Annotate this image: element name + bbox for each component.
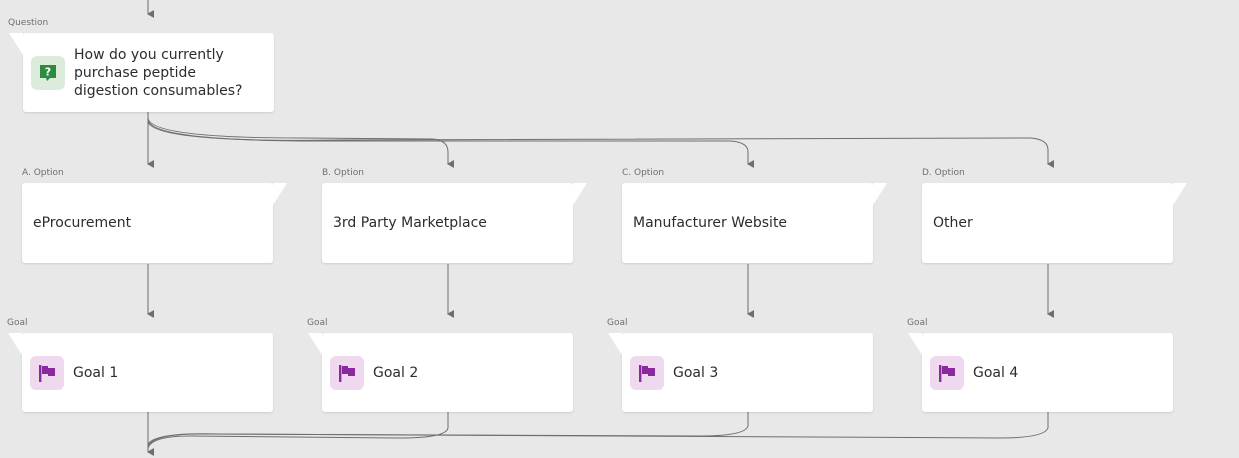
connector-goal4-out bbox=[147, 412, 1049, 445]
option-c-node[interactable]: Manufacturer Website bbox=[622, 183, 887, 263]
goal-3-node[interactable]: Goal 3 bbox=[608, 333, 873, 412]
connector-q-b bbox=[147, 117, 454, 168]
option-d-label: Other bbox=[933, 215, 973, 231]
option-b-node[interactable]: 3rd Party Marketplace bbox=[322, 183, 587, 263]
goal-2-label: Goal 2 bbox=[373, 364, 419, 381]
option-d-tag: D. Option bbox=[922, 168, 965, 178]
connector-goal2-out bbox=[147, 412, 449, 449]
flag-icon bbox=[939, 364, 955, 382]
flag-icon bbox=[339, 364, 355, 382]
connector-q-c bbox=[147, 119, 754, 168]
goal-1-label: Goal 1 bbox=[73, 364, 119, 381]
goal-4-label: Goal 4 bbox=[973, 364, 1019, 381]
option-b-label: 3rd Party Marketplace bbox=[333, 215, 487, 231]
option-c-label: Manufacturer Website bbox=[633, 215, 788, 231]
question-icon-badge: ? bbox=[31, 55, 65, 90]
goal-1-icon-badge bbox=[30, 355, 64, 390]
question-tag: Question bbox=[8, 18, 49, 28]
question-icon: ? bbox=[40, 64, 56, 81]
question-text: How do you currently purchase peptide di… bbox=[74, 46, 243, 99]
option-a-label: eProcurement bbox=[33, 215, 132, 231]
svg-text:?: ? bbox=[45, 65, 51, 78]
goal-4-icon-badge bbox=[930, 355, 964, 390]
option-d-node[interactable]: Other bbox=[922, 183, 1187, 263]
goal-4-node[interactable]: Goal 4 bbox=[908, 333, 1173, 412]
option-a-tag: A. Option bbox=[22, 168, 64, 178]
goal-2-node[interactable]: Goal 2 bbox=[308, 333, 573, 412]
goal-1-tag: Goal bbox=[7, 318, 28, 328]
goal-2-tag: Goal bbox=[307, 318, 328, 328]
option-c-tag: C. Option bbox=[622, 168, 665, 178]
question-node[interactable]: ? How do you currently purchase peptide … bbox=[9, 33, 274, 112]
goal-2-icon-badge bbox=[330, 355, 364, 390]
goal-3-label: Goal 3 bbox=[673, 364, 719, 381]
goal-3-icon-badge bbox=[630, 355, 664, 390]
goal-1-node[interactable]: Goal 1 bbox=[8, 333, 273, 412]
goal-4-tag: Goal bbox=[907, 318, 928, 328]
option-b-tag: B. Option bbox=[322, 168, 364, 178]
flag-icon bbox=[639, 364, 655, 382]
goal-3-tag: Goal bbox=[607, 318, 628, 328]
flag-icon bbox=[39, 364, 55, 382]
option-a-node[interactable]: eProcurement bbox=[22, 183, 287, 263]
connector-q-d bbox=[147, 121, 1054, 168]
